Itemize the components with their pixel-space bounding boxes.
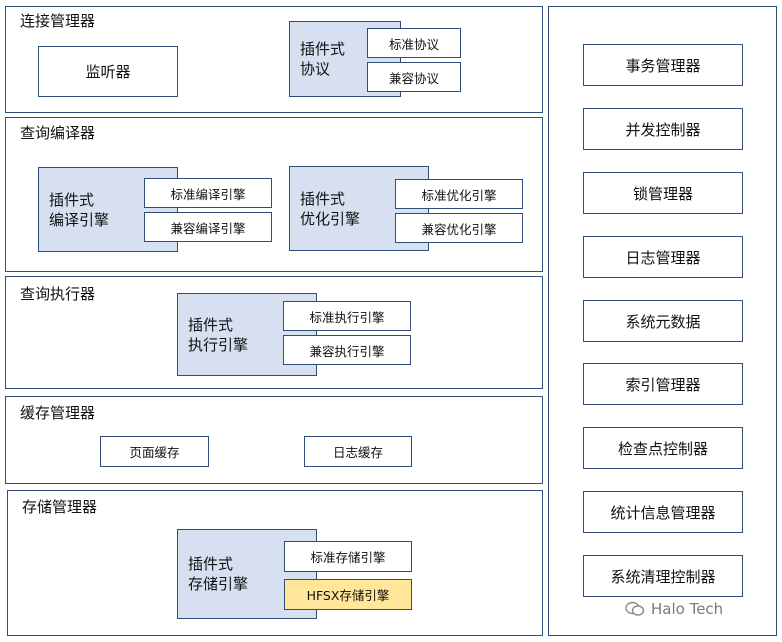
pluggable-compile-engine-line1: 插件式 xyxy=(49,190,95,209)
side-item-checkpoint-controller: 检查点控制器 xyxy=(583,427,743,469)
pluggable-optimize-engine-line1: 插件式 xyxy=(300,189,346,208)
listener-box: 监听器 xyxy=(38,46,178,97)
page-cache-box: 页面缓存 xyxy=(100,436,209,467)
watermark-text: Halo Tech xyxy=(651,600,724,618)
pluggable-protocol-line2: 协议 xyxy=(300,60,331,78)
side-item-concurrency-controller: 并发控制器 xyxy=(583,108,743,150)
connection-manager-title: 连接管理器 xyxy=(20,12,96,30)
watermark: Halo Tech xyxy=(625,600,723,618)
hfsx-storage-engine-box: HFSX存储引擎 xyxy=(284,579,412,610)
compatible-optimize-engine-box: 兼容优化引擎 xyxy=(395,213,523,243)
side-item-statistics-manager: 统计信息管理器 xyxy=(583,491,743,533)
storage-manager-title: 存储管理器 xyxy=(22,498,98,516)
side-item-transaction-manager: 事务管理器 xyxy=(583,44,743,86)
side-item-system-metadata: 系统元数据 xyxy=(583,300,743,342)
pluggable-storage-engine-line2: 存储引擎 xyxy=(188,575,249,593)
pluggable-execute-engine-line1: 插件式 xyxy=(188,315,234,334)
query-executor-title: 查询执行器 xyxy=(20,285,96,303)
side-item-index-manager: 索引管理器 xyxy=(583,363,743,405)
pluggable-compile-engine-line2: 编译引擎 xyxy=(49,210,110,229)
cache-manager-panel xyxy=(5,396,543,484)
wechat-icon xyxy=(625,601,645,616)
compatible-execute-engine-box: 兼容执行引擎 xyxy=(283,335,411,365)
cache-manager-title: 缓存管理器 xyxy=(20,404,96,422)
standard-protocol-box: 标准协议 xyxy=(367,28,461,58)
query-compiler-title: 查询编译器 xyxy=(20,124,96,142)
compatible-protocol-box: 兼容协议 xyxy=(367,62,461,92)
standard-storage-engine-box: 标准存储引擎 xyxy=(284,541,412,572)
side-item-lock-manager: 锁管理器 xyxy=(583,172,743,214)
log-cache-box: 日志缓存 xyxy=(304,436,412,467)
pluggable-execute-engine-line2: 执行引擎 xyxy=(188,335,249,354)
side-item-log-manager: 日志管理器 xyxy=(583,236,743,278)
pluggable-optimize-engine-line2: 优化引擎 xyxy=(300,209,361,228)
standard-execute-engine-box: 标准执行引擎 xyxy=(283,301,411,331)
side-item-vacuum-controller: 系统清理控制器 xyxy=(583,555,743,597)
standard-optimize-engine-box: 标准优化引擎 xyxy=(395,179,523,209)
pluggable-compile-engine-box: 插件式 编译引擎 xyxy=(38,167,178,252)
standard-compile-engine-box: 标准编译引擎 xyxy=(144,178,272,208)
pluggable-protocol-line1: 插件式 xyxy=(300,40,346,58)
pluggable-storage-engine-line1: 插件式 xyxy=(188,555,234,573)
compatible-compile-engine-box: 兼容编译引擎 xyxy=(144,212,272,242)
